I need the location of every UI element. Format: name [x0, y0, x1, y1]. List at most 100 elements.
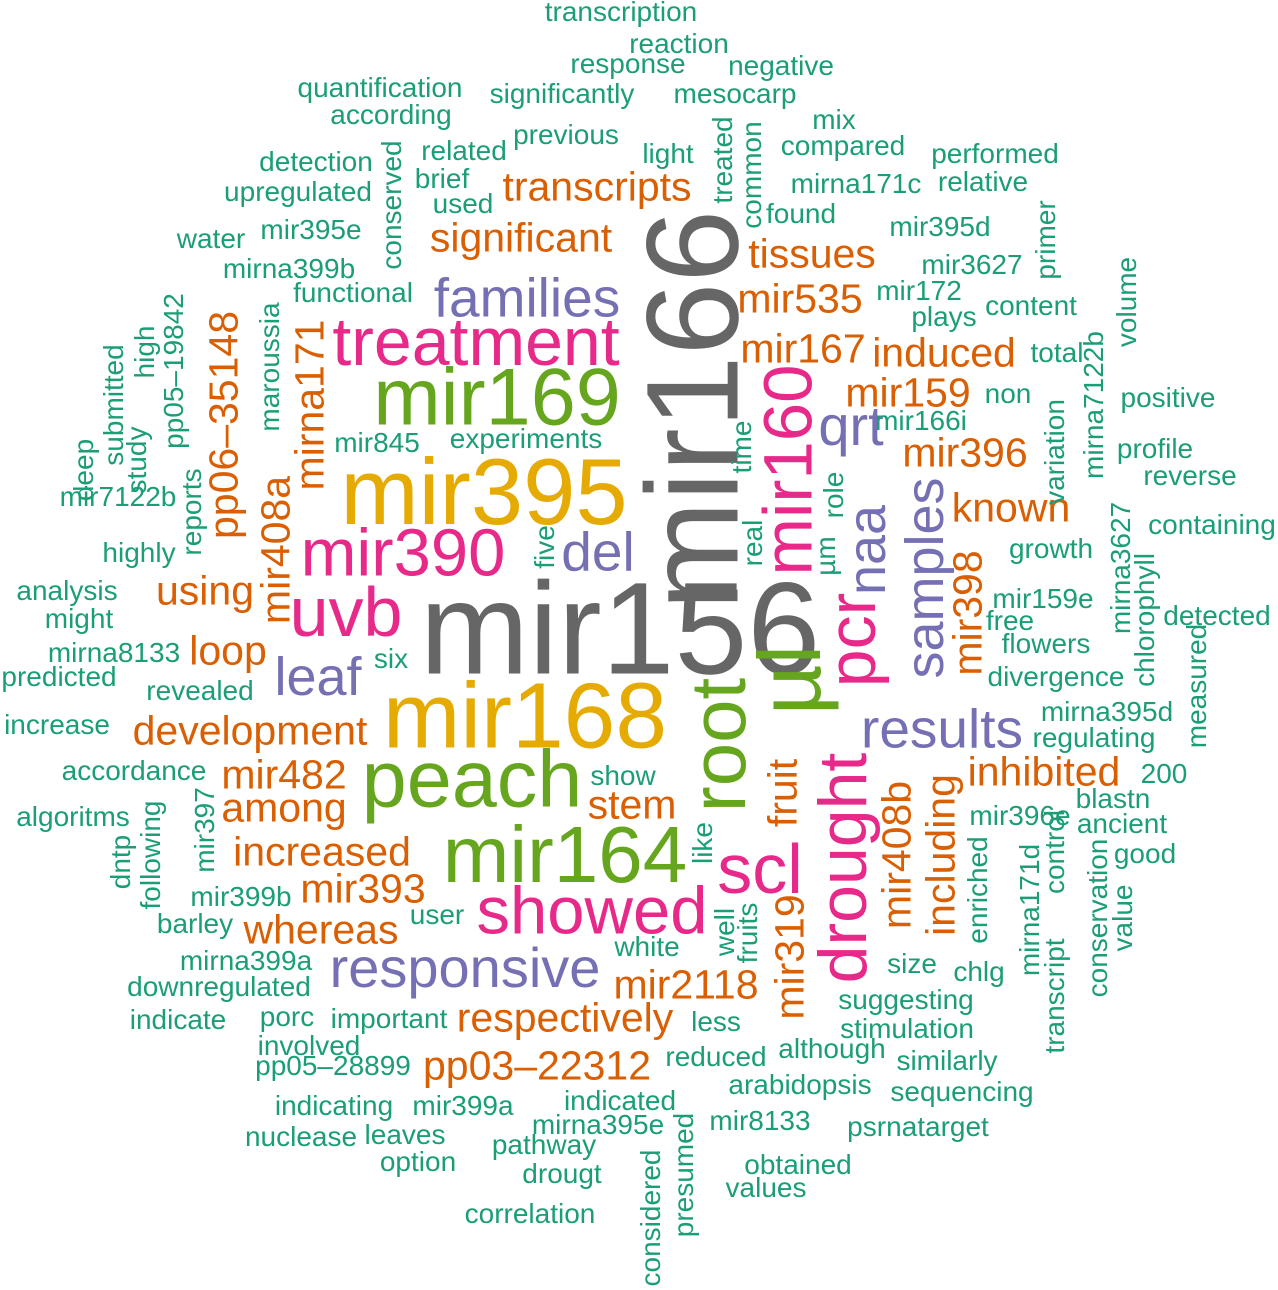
word: arabidopsis: [728, 1069, 872, 1100]
word: response: [570, 48, 686, 79]
word: detection: [259, 146, 373, 177]
word: known: [951, 484, 1071, 531]
word: positive: [1120, 382, 1216, 413]
word: water: [176, 223, 246, 254]
word: pp03–22312: [422, 1042, 652, 1089]
word: used: [432, 188, 494, 219]
word: quantification: [297, 72, 463, 103]
word: study: [121, 426, 152, 494]
word: five: [529, 525, 560, 569]
word: porc: [259, 1001, 315, 1032]
word: reduced: [665, 1041, 767, 1072]
word: algoritms: [16, 801, 130, 832]
word: show: [590, 760, 656, 791]
word: results: [861, 697, 1023, 760]
word: leaf: [274, 647, 362, 707]
word: free: [985, 605, 1035, 636]
word: mir395d: [889, 211, 991, 242]
word: time: [726, 420, 757, 474]
word: conserved: [376, 140, 407, 270]
word: high: [129, 325, 160, 379]
word: respectively: [456, 994, 674, 1041]
word: mir482: [221, 751, 347, 798]
word: including: [917, 774, 964, 936]
word: previous: [513, 119, 619, 150]
word: transcript: [1039, 938, 1070, 1054]
word: mirna7122b: [1078, 331, 1109, 479]
word: mirna8133: [47, 637, 181, 668]
word: mir390: [300, 515, 506, 591]
word: highly: [102, 537, 176, 568]
word: del: [561, 520, 635, 583]
word: dntp: [105, 834, 136, 890]
word: mix: [812, 104, 856, 135]
word: downregulated: [127, 971, 311, 1002]
word: considered: [635, 1149, 666, 1287]
word: might: [44, 603, 114, 634]
word: naa: [837, 504, 897, 596]
word: drought: [805, 752, 881, 984]
word: barley: [156, 908, 234, 939]
word: mir395: [340, 439, 628, 544]
word: volume: [1111, 256, 1142, 348]
word: maroussia: [254, 302, 285, 432]
word: negative: [728, 50, 834, 81]
word: pathway: [491, 1129, 597, 1160]
word: pp06–35148: [200, 310, 247, 540]
word: values: [725, 1172, 807, 1203]
word: development: [132, 707, 368, 754]
word: mir397: [189, 787, 220, 873]
word: involved: [257, 1030, 361, 1061]
word: increased: [233, 828, 411, 875]
word: total: [1030, 337, 1084, 368]
word: fruit: [759, 758, 806, 828]
word: detected: [1163, 600, 1271, 631]
word: induced: [872, 329, 1016, 376]
word: ancient: [1076, 808, 1168, 839]
word: inhibited: [967, 748, 1121, 795]
word: mir845: [334, 427, 420, 458]
word: functional: [293, 277, 413, 308]
word: µm: [810, 536, 841, 576]
word: reports: [176, 468, 207, 556]
word: accordance: [61, 755, 207, 786]
word: divergence: [987, 661, 1125, 692]
word: significantly: [489, 78, 635, 109]
word: tissues: [748, 230, 876, 277]
word: mir398: [944, 550, 991, 676]
word: transcripts: [502, 163, 692, 210]
word: uvb: [289, 573, 403, 651]
word: chlorophyll: [1129, 553, 1160, 687]
word: mir396e: [969, 800, 1071, 831]
word: mir408b: [873, 780, 920, 930]
word: white: [614, 931, 680, 962]
word: significant: [429, 214, 613, 261]
word: mir166i: [875, 405, 967, 436]
word: mir395e: [260, 214, 362, 245]
word: variation: [1039, 399, 1070, 505]
word: transcription: [544, 0, 698, 27]
word: families: [433, 266, 621, 329]
word: mir168: [382, 663, 668, 768]
word: indicate: [129, 1004, 227, 1035]
word: primer: [1030, 200, 1061, 280]
word: mirna395d: [1040, 696, 1174, 727]
word: reverse: [1143, 460, 1237, 491]
word: scl: [717, 830, 803, 908]
word: mir156: [419, 554, 821, 702]
word: containing: [1148, 509, 1276, 540]
word: sequencing: [890, 1076, 1034, 1107]
word: among: [221, 784, 347, 831]
word: real: [737, 519, 768, 567]
word: regulating: [1032, 722, 1156, 753]
word: suggesting: [838, 984, 974, 1015]
word: showed: [476, 873, 708, 949]
word: found: [765, 198, 837, 229]
word: mirna395e: [531, 1109, 665, 1140]
word: qrt: [818, 394, 884, 457]
word: growth: [1008, 533, 1094, 564]
word: control: [1039, 809, 1070, 895]
word: mir172: [876, 275, 962, 306]
word: although: [778, 1033, 886, 1064]
word: brief: [414, 163, 470, 194]
